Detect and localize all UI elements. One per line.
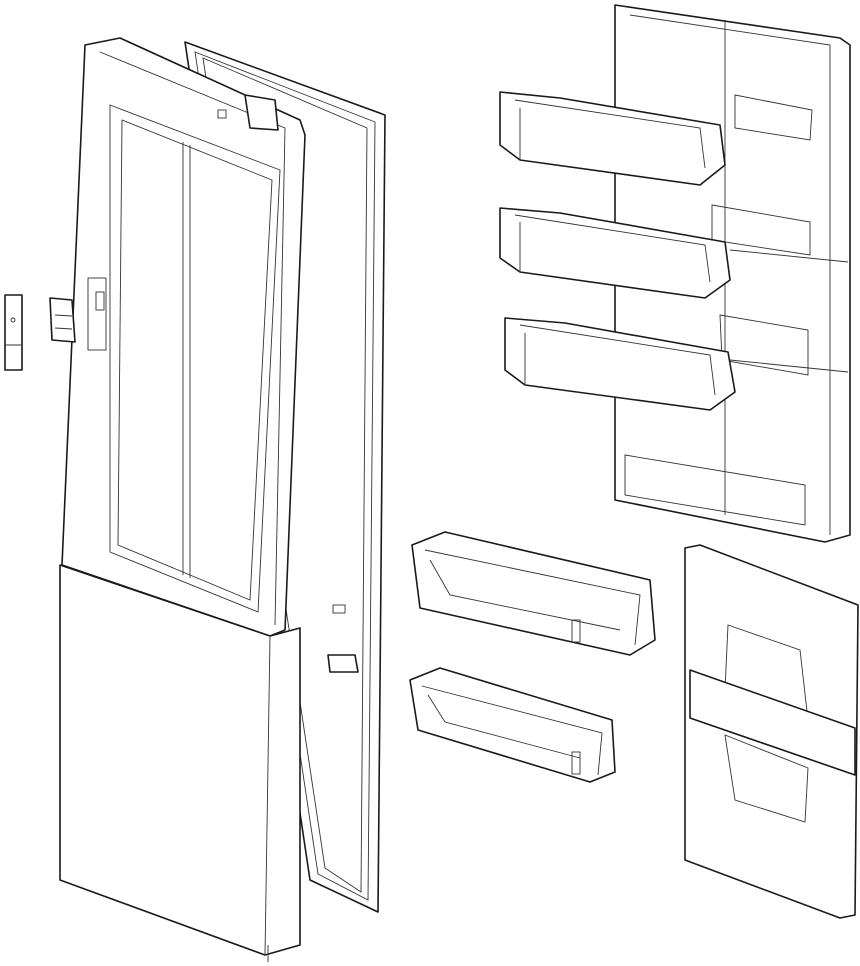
hinge-bracket (49, 297, 76, 343)
door-lower-panel (59, 564, 301, 962)
small-clips (327, 604, 359, 673)
door-frame (61, 37, 306, 637)
door-bin-upper (499, 91, 726, 186)
deep-bin-large (411, 531, 656, 656)
deep-bin-small (409, 667, 616, 783)
door-panel-cover (684, 544, 859, 919)
hinge-cover (4, 294, 23, 371)
door-bin-middle (499, 207, 731, 299)
door-bin-lower (504, 317, 736, 411)
